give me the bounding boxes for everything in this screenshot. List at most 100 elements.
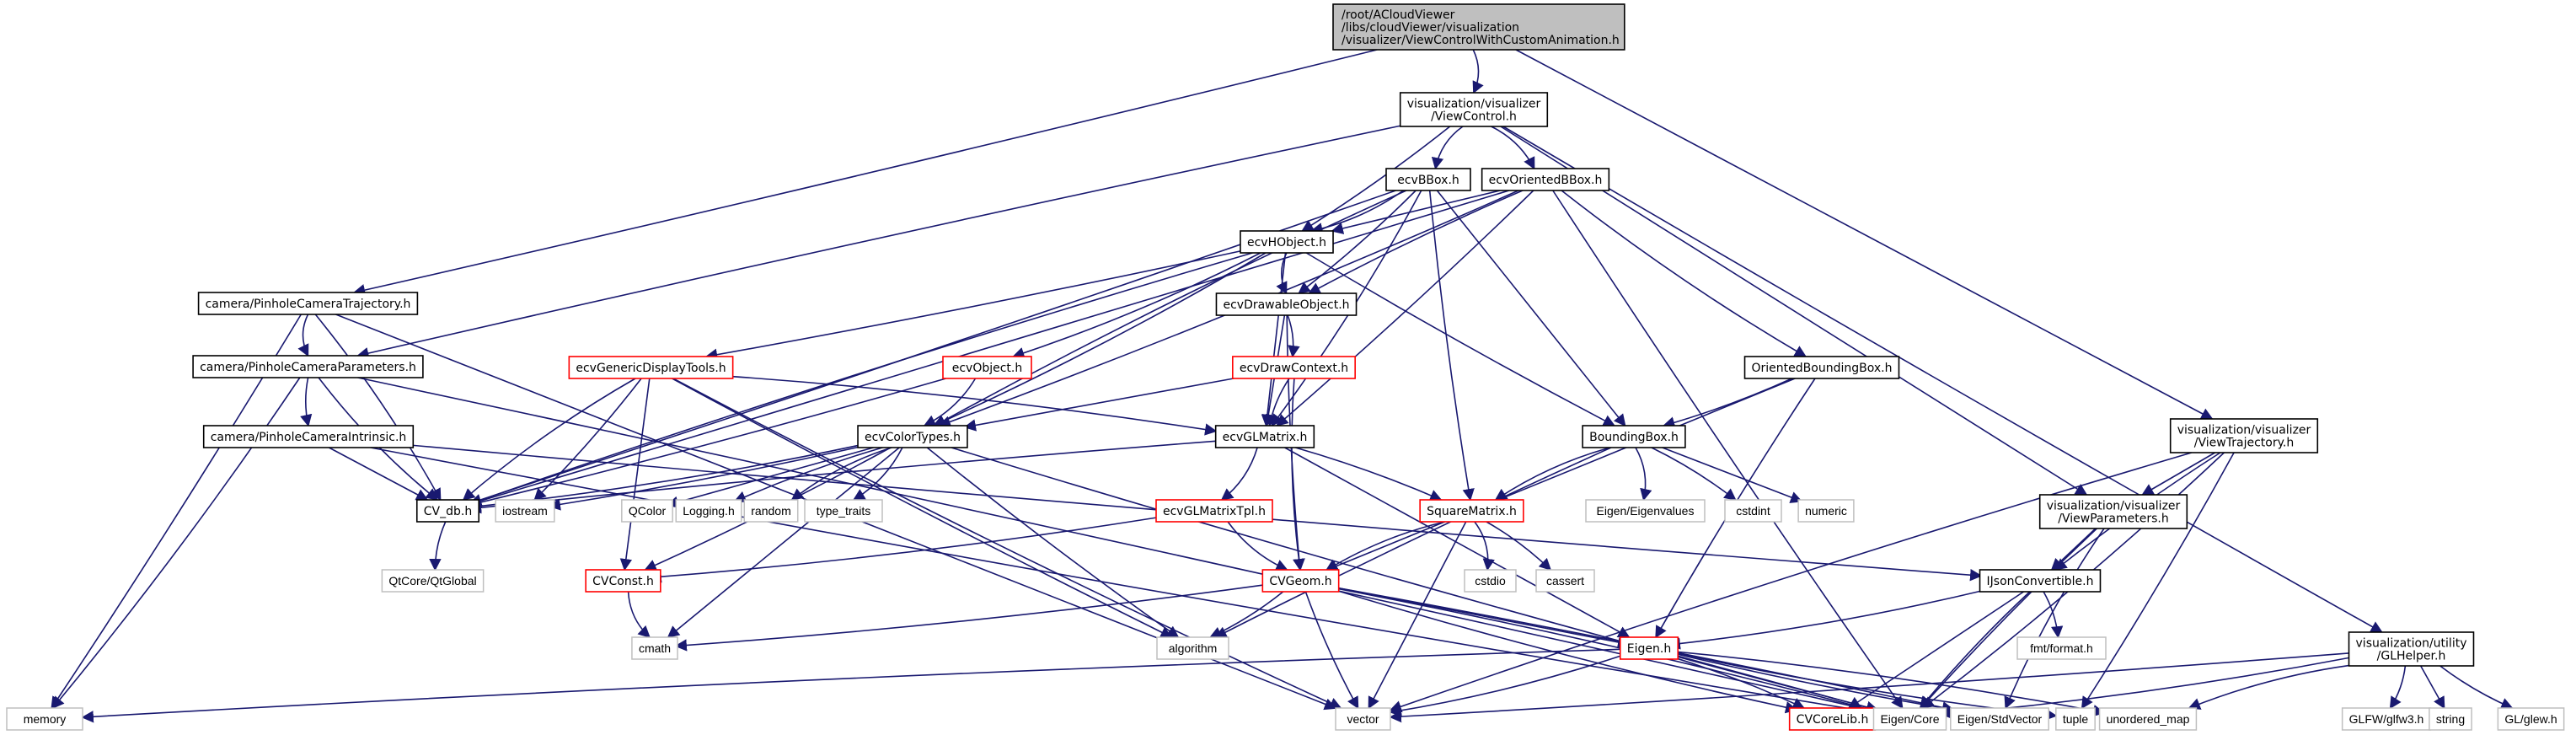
node-ecvglmatrixtpl[interactable]: ecvGLMatrixTpl.h bbox=[1155, 499, 1273, 523]
node-label-algorithm: algorithm bbox=[1169, 641, 1218, 655]
node-viewtrajectory[interactable]: visualization/visualizer/ViewTrajectory.… bbox=[2169, 418, 2319, 453]
node-qtglobal: QtCore/QtGlobal bbox=[381, 569, 485, 593]
edge-viewcontrol-to-pinholeparams bbox=[356, 125, 1402, 360]
node-boundingbox[interactable]: BoundingBox.h bbox=[1582, 425, 1686, 448]
node-ecvhobject[interactable]: ecvHObject.h bbox=[1240, 230, 1334, 254]
node-box-ecvcolortypes bbox=[857, 425, 968, 448]
node-label-memory: memory bbox=[24, 712, 67, 726]
node-box-ecvglmatrixtpl bbox=[1155, 499, 1273, 523]
edge-root-to-viewcontrol bbox=[1472, 49, 1484, 94]
node-eigenh[interactable]: Eigen.h bbox=[1619, 636, 1679, 660]
node-ecvdrawable[interactable]: ecvDrawableObject.h bbox=[1215, 292, 1358, 316]
node-label-eigenvalues: Eigen/Eigenvalues bbox=[1597, 504, 1695, 518]
node-viewparams[interactable]: visualization/visualizer/ViewParameters.… bbox=[2038, 494, 2188, 529]
node-box-vector bbox=[1335, 707, 1391, 731]
node-cmath: cmath bbox=[631, 636, 678, 660]
node-label-numeric: numeric bbox=[1805, 504, 1847, 518]
node-squarematrix[interactable]: SquareMatrix.h bbox=[1419, 499, 1524, 523]
node-string: string bbox=[2429, 707, 2472, 731]
edge-ecvcolortypes-to-iostream bbox=[548, 446, 861, 511]
edge-ecvorientedbbox-to-ecvhobject bbox=[1331, 190, 1501, 234]
edge-viewtrajectory-to-tuple bbox=[2081, 452, 2235, 710]
node-label-string: string bbox=[2436, 712, 2465, 726]
node-box-qcolor bbox=[621, 499, 673, 523]
node-glfw: GLFW/glfw3.h bbox=[2341, 707, 2432, 731]
node-orientedbb[interactable]: OrientedBoundingBox.h bbox=[1743, 356, 1900, 379]
node-ecvgenericdisplay[interactable]: ecvGenericDisplayTools.h bbox=[568, 356, 734, 379]
edge-boundingbox-to-squarematrix bbox=[1494, 447, 1610, 501]
node-label-eigencore: Eigen/Core bbox=[1880, 712, 1939, 726]
node-box-pinholeintr bbox=[202, 425, 415, 448]
edge-ecvdrawcontext-to-ecvglmatrix bbox=[1266, 378, 1290, 427]
edge-cvconst-to-cmath bbox=[627, 591, 651, 638]
node-box-viewcontrol bbox=[1399, 92, 1549, 127]
node-ecvdrawcontext[interactable]: ecvDrawContext.h bbox=[1232, 356, 1356, 379]
node-ijson[interactable]: IJsonConvertible.h bbox=[1979, 569, 2102, 593]
node-cvcorelib[interactable]: CVCoreLib.h bbox=[1788, 707, 1877, 731]
edge-ecvglmatrix-to-cvdb bbox=[469, 440, 1217, 514]
node-box-memory bbox=[6, 707, 83, 731]
node-label-glfw: GLFW/glfw3.h bbox=[2349, 712, 2424, 726]
edge-glhelper-to-vector bbox=[1389, 652, 2351, 723]
node-box-viewparams bbox=[2038, 494, 2188, 529]
edge-eigenh-to-memory bbox=[81, 648, 1630, 723]
edge-viewcontrol-to-ecvorientedbbox bbox=[1491, 126, 1535, 170]
node-label-ecvgenericdisplay: ecvGenericDisplayTools.h bbox=[576, 362, 726, 375]
node-box-eigenvalues bbox=[1585, 499, 1706, 523]
node-box-qtglobal bbox=[381, 569, 485, 593]
node-box-logging bbox=[675, 499, 742, 523]
node-pinholeintr[interactable]: camera/PinholeCameraIntrinsic.h bbox=[202, 425, 415, 448]
node-box-cassert bbox=[1535, 569, 1595, 593]
node-box-glfw bbox=[2341, 707, 2432, 731]
node-viewcontrol[interactable]: visualization/visualizer/ViewControl.h bbox=[1399, 92, 1549, 127]
edge-ecvbbox-to-ecvcolortypes bbox=[933, 190, 1407, 427]
node-label-cvdb: CV_db.h bbox=[424, 505, 472, 518]
edge-ecvdrawcontext-to-cvgeom bbox=[1291, 378, 1305, 571]
node-ecvorientedbbox[interactable]: ecvOrientedBBox.h bbox=[1481, 168, 1610, 191]
node-cvgeom[interactable]: CVGeom.h bbox=[1261, 569, 1340, 593]
node-box-eigenstdvector bbox=[1950, 707, 2049, 731]
node-label-vector: vector bbox=[1347, 712, 1379, 726]
node-box-random bbox=[743, 499, 799, 523]
node-root[interactable]: /root/ACloudViewer/libs/cloudViewer/visu… bbox=[1332, 3, 1625, 51]
edge-viewparams-to-eigencore bbox=[1920, 528, 2097, 710]
node-box-boundingbox bbox=[1582, 425, 1686, 448]
edge-ecvcolortypes-to-logging bbox=[733, 447, 883, 503]
edge-boundingbox-to-numeric bbox=[1662, 447, 1803, 503]
node-box-cstdio bbox=[1464, 569, 1517, 593]
node-eigenvalues: Eigen/Eigenvalues bbox=[1585, 499, 1706, 523]
edge-ecvdrawcontext-to-ecvcolortypes bbox=[963, 378, 1234, 432]
node-box-glew bbox=[2497, 707, 2565, 731]
node-cvdb[interactable]: CV_db.h bbox=[415, 499, 480, 523]
node-glhelper[interactable]: visualization/utility/GLHelper.h bbox=[2348, 631, 2475, 667]
node-ecvobject[interactable]: ecvObject.h bbox=[942, 356, 1032, 379]
node-ecvglmatrix[interactable]: ecvGLMatrix.h bbox=[1214, 425, 1315, 448]
edge-root-to-pinholetraj bbox=[352, 49, 1378, 297]
node-box-ecvdrawcontext bbox=[1232, 356, 1356, 379]
node-glew: GL/glew.h bbox=[2497, 707, 2565, 731]
edge-viewtrajectory-to-viewparams bbox=[2141, 452, 2216, 496]
nodes-layer: /root/ACloudViewer/libs/cloudViewer/visu… bbox=[6, 3, 2565, 731]
node-cvconst[interactable]: CVConst.h bbox=[585, 569, 661, 593]
node-logging: Logging.h bbox=[675, 499, 742, 523]
node-box-tuple bbox=[2055, 707, 2096, 731]
node-label-cmath: cmath bbox=[639, 641, 671, 655]
node-unorderedmap: unordered_map bbox=[2098, 707, 2198, 731]
node-cstdio: cstdio bbox=[1464, 569, 1517, 593]
node-ecvcolortypes[interactable]: ecvColorTypes.h bbox=[857, 425, 968, 448]
node-pinholeparams[interactable]: camera/PinholeCameraParameters.h bbox=[192, 355, 424, 378]
edge-ecvorientedbbox-to-eigencore bbox=[1552, 190, 1904, 710]
edge-ecvcolortypes-to-eigencore bbox=[951, 447, 1879, 713]
edge-pinholeparams-to-eigencore bbox=[357, 377, 1879, 716]
edge-viewparams-to-eigenstdvector bbox=[2004, 528, 2105, 710]
node-box-ecvorientedbbox bbox=[1481, 168, 1610, 191]
edge-viewtrajectory-to-vector bbox=[1389, 452, 2193, 713]
edge-ecvgenericdisplay-to-cvconst bbox=[619, 378, 651, 571]
node-label-pinholetraj: camera/PinholeCameraTrajectory.h bbox=[206, 298, 411, 311]
node-label-tuple: tuple bbox=[2063, 712, 2089, 726]
node-ecvbbox[interactable]: ecvBBox.h bbox=[1385, 168, 1471, 191]
node-pinholetraj[interactable]: camera/PinholeCameraTrajectory.h bbox=[197, 292, 419, 315]
edge-ijson-to-fmtformat bbox=[2043, 591, 2064, 639]
node-label-ecvdrawable: ecvDrawableObject.h bbox=[1223, 298, 1349, 312]
